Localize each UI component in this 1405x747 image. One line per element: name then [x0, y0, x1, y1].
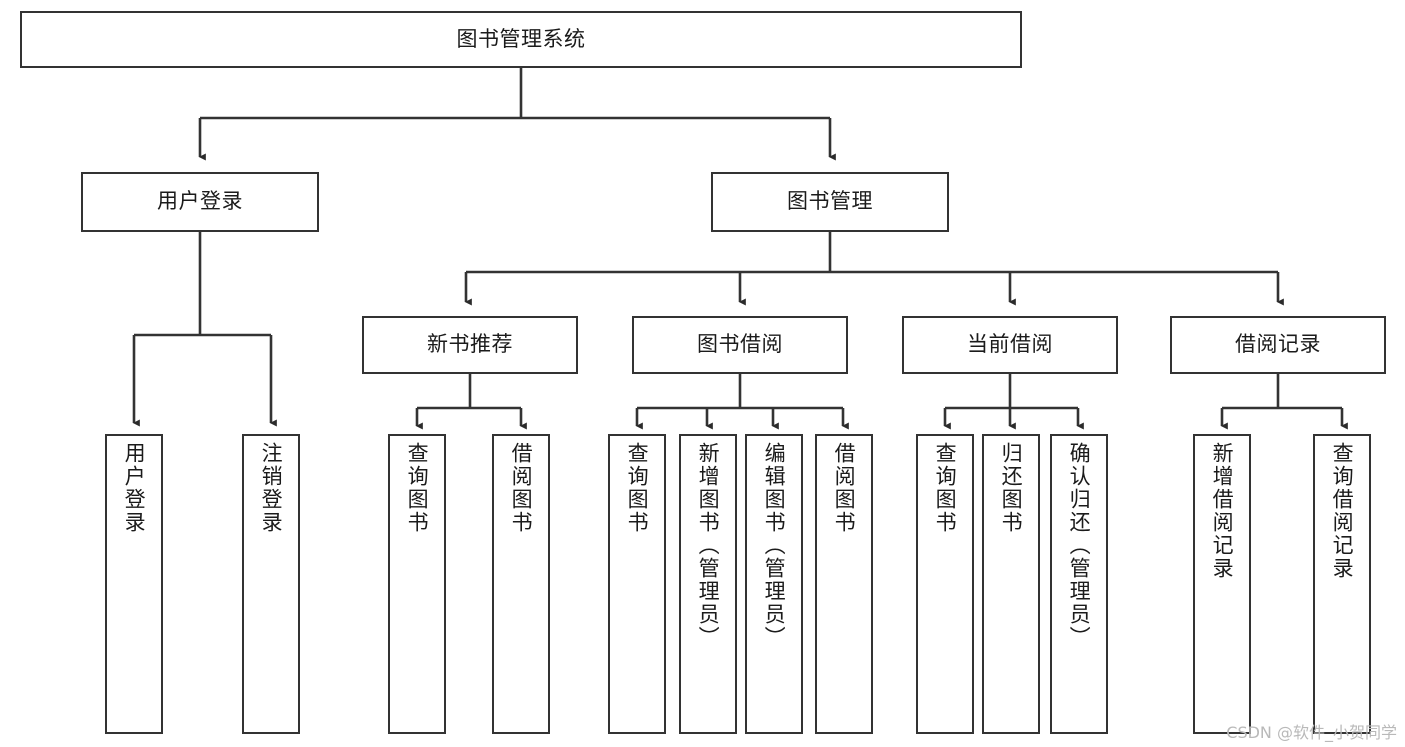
leaf-user-login[interactable]: 用户登录 [105, 434, 163, 734]
leaf-add-book-admin[interactable]: 新增图书（管理员） [679, 434, 737, 734]
node-label: 新书推荐 [427, 332, 513, 357]
node-label: 查询借阅记录 [1330, 442, 1355, 580]
node-current-borrow[interactable]: 当前借阅 [902, 316, 1118, 374]
leaf-edit-book-admin[interactable]: 编辑图书（管理员） [745, 434, 803, 734]
node-label: 编辑图书（管理员） [762, 442, 787, 649]
node-label: 归还图书 [999, 442, 1024, 534]
node-label: 用户登录 [122, 442, 147, 534]
node-borrow-record[interactable]: 借阅记录 [1170, 316, 1386, 374]
leaf-query-book-borrow[interactable]: 查询图书 [608, 434, 666, 734]
leaf-confirm-return-admin[interactable]: 确认归还（管理员） [1050, 434, 1108, 734]
leaf-add-borrow-record[interactable]: 新增借阅记录 [1193, 434, 1251, 734]
node-label: 查询图书 [933, 442, 958, 534]
node-label: 图书借阅 [697, 332, 783, 357]
node-label: 查询图书 [625, 442, 650, 534]
node-label: 借阅图书 [509, 442, 534, 534]
csdn-watermark: CSDN @软件_小贺同学 [1226, 723, 1397, 742]
node-book-management[interactable]: 图书管理 [711, 172, 949, 232]
node-label: 查询图书 [405, 442, 430, 534]
leaf-query-book-current[interactable]: 查询图书 [916, 434, 974, 734]
leaf-borrow-book-new[interactable]: 借阅图书 [492, 434, 550, 734]
node-root-system[interactable]: 图书管理系统 [20, 11, 1022, 68]
node-label: 图书管理系统 [456, 26, 586, 51]
leaf-query-book-new[interactable]: 查询图书 [388, 434, 446, 734]
node-new-book-recommend[interactable]: 新书推荐 [362, 316, 578, 374]
node-user-login[interactable]: 用户登录 [81, 172, 319, 232]
leaf-return-book[interactable]: 归还图书 [982, 434, 1040, 734]
leaf-query-borrow-record[interactable]: 查询借阅记录 [1313, 434, 1371, 734]
node-label: 借阅图书 [832, 442, 857, 534]
node-label: 新增图书（管理员） [696, 442, 721, 649]
node-label: 确认归还（管理员） [1067, 442, 1092, 649]
node-label: 注销登录 [259, 442, 284, 534]
leaf-logout[interactable]: 注销登录 [242, 434, 300, 734]
node-label: 图书管理 [787, 189, 873, 214]
node-label: 当前借阅 [967, 332, 1053, 357]
node-label: 借阅记录 [1235, 332, 1321, 357]
node-label: 用户登录 [157, 189, 243, 214]
node-label: 新增借阅记录 [1210, 442, 1235, 580]
node-book-borrow[interactable]: 图书借阅 [632, 316, 848, 374]
leaf-borrow-book[interactable]: 借阅图书 [815, 434, 873, 734]
